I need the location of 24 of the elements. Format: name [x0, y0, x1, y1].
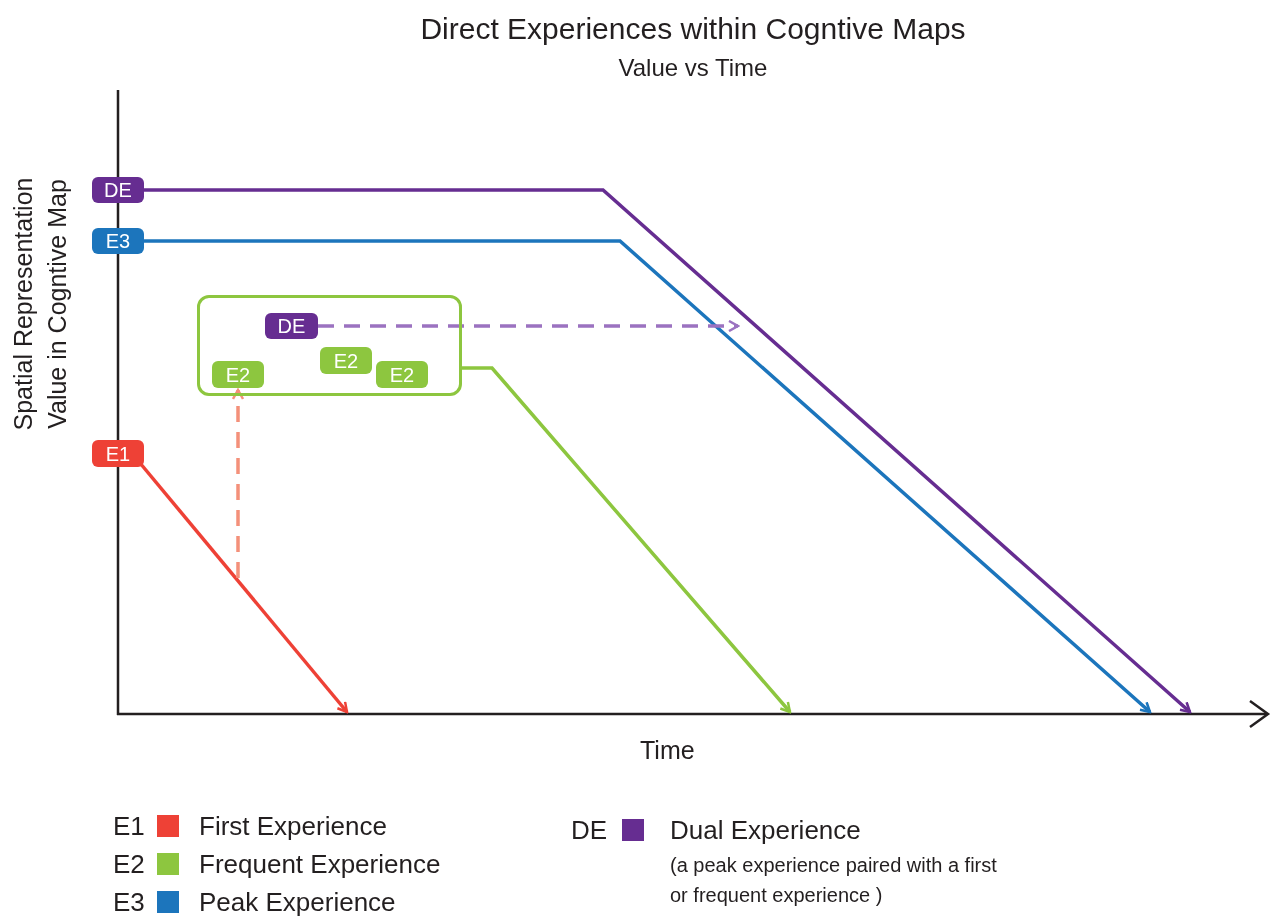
- experience-tag: E2: [376, 361, 428, 388]
- group-frame: [197, 295, 462, 396]
- axis-label: Time: [640, 735, 695, 766]
- legend-code: E2: [113, 847, 146, 881]
- dashed-arrow: [318, 319, 740, 333]
- axis-label: Spatial Representation Value in Cogntive Map: [8, 176, 72, 433]
- legend-note: (a peak experience paired with a first or frequent experience ): [670, 853, 998, 908]
- experience-tag: E2: [212, 361, 264, 388]
- experience-tag: E2: [320, 347, 372, 374]
- legend-text: First Experience: [199, 809, 387, 843]
- experience-tag: DE: [265, 313, 318, 339]
- legend-code: E3: [113, 885, 146, 919]
- legend-text: Peak Experience: [199, 885, 396, 919]
- chart-subtitle: Value vs Time: [617, 53, 769, 83]
- legend-text: Dual Experience: [670, 813, 861, 847]
- experience-tag: E1: [92, 440, 144, 467]
- legend-code: E1: [113, 809, 146, 843]
- experience-tag: DE: [92, 177, 144, 203]
- legend-code: DE: [571, 813, 609, 847]
- trend-arrow: [462, 366, 792, 714]
- dashed-arrow: [231, 388, 245, 578]
- legend-text: Frequent Experience: [199, 847, 441, 881]
- experience-tag: E3: [92, 228, 144, 254]
- chart-title: Direct Experiences within Cogntive Maps: [419, 11, 967, 47]
